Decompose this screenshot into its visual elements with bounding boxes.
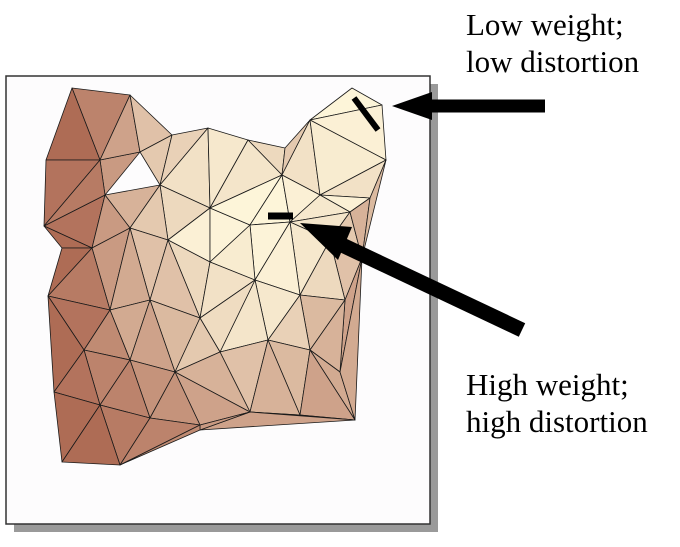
- mesh-triangle: [119, 424, 201, 466]
- cat-head-mesh-icon: [43, 87, 387, 466]
- annotation-low-line1: Low weight;: [466, 7, 624, 42]
- arrow-upleft-icon: [300, 223, 526, 337]
- mesh-triangle: [361, 159, 387, 259]
- annotation-high-line2: high distortion: [466, 404, 648, 439]
- mesh-triangle: [339, 257, 363, 421]
- mesh-triangle: [43, 159, 106, 227]
- low-weight-mark: [351, 96, 381, 132]
- arrow-left-icon: [392, 92, 545, 120]
- annotation-high-line1: High weight;: [466, 367, 629, 402]
- annotation-low-line2: low distortion: [466, 44, 640, 79]
- mesh-triangle: [61, 404, 121, 466]
- annotation-low: Low weight; low distortion: [466, 6, 639, 80]
- annotation-high: High weight; high distortion: [466, 366, 648, 440]
